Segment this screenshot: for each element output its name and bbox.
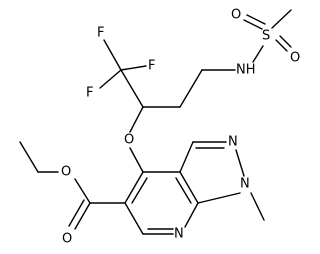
bond-s-o2-a — [275, 39, 288, 52]
bond-s-o1-b — [246, 14, 266, 25]
atom-o-ether: O — [124, 133, 134, 148]
bond-c4-c5-inner — [131, 177, 148, 204]
atom-labels: F F F O O O S O O NH N N N — [61, 8, 300, 247]
bond-s-o2-b — [279, 35, 292, 48]
bond-ch2-ch2 — [179, 69, 203, 108]
atom-o-sulfonyl-2: O — [290, 51, 300, 66]
bond-cester-ocarbonyl — [74, 202, 91, 230]
bond-cf3-ch — [120, 69, 144, 108]
atom-f2: F — [148, 59, 155, 74]
bond-n7-c7a — [184, 202, 199, 228]
atom-f1: F — [97, 26, 104, 41]
atom-n-pyrazole: N — [228, 135, 238, 150]
bond-cester-osingle — [74, 178, 91, 204]
atom-n-methyl: N — [240, 177, 250, 192]
bond-n1-methyl — [250, 192, 265, 221]
bond-ch-o — [129, 106, 144, 133]
bond-cf3-f1 — [103, 39, 122, 71]
molecule-structure-diagram: F F F O O O S O O NH N N N — [19, 8, 300, 247]
bond-c7a-c3a — [179, 171, 199, 204]
bond-c4-c5 — [124, 171, 144, 204]
bond-n2-n1 — [235, 149, 245, 177]
atom-o-sulfonyl-1: O — [231, 8, 241, 23]
bond-s-o1-a — [243, 19, 263, 30]
bond-ch2-ch3 — [19, 141, 39, 173]
bond-c7a-c3a-inner — [175, 177, 192, 204]
atom-f3: F — [86, 86, 93, 101]
bond-c3a-c3 — [179, 141, 194, 173]
bonds — [19, 9, 292, 235]
bond-o-c4 — [129, 147, 144, 173]
atom-o-ester-single: O — [61, 165, 71, 180]
bond-n1-c7a — [197, 192, 241, 204]
atom-o-ester-carbonyl: O — [62, 232, 72, 247]
bond-cf3-f3 — [99, 69, 122, 89]
bond-c5-c6 — [124, 202, 144, 235]
bond-nh-s — [252, 45, 264, 63]
atom-nh: NH — [236, 63, 256, 78]
bond-cf3-f2 — [120, 65, 147, 71]
atom-s: S — [262, 29, 270, 44]
atom-n-pyridine: N — [174, 227, 184, 242]
bond-cester-ocarbonyl-2 — [68, 199, 85, 227]
bond-s-methyl — [271, 9, 292, 29]
